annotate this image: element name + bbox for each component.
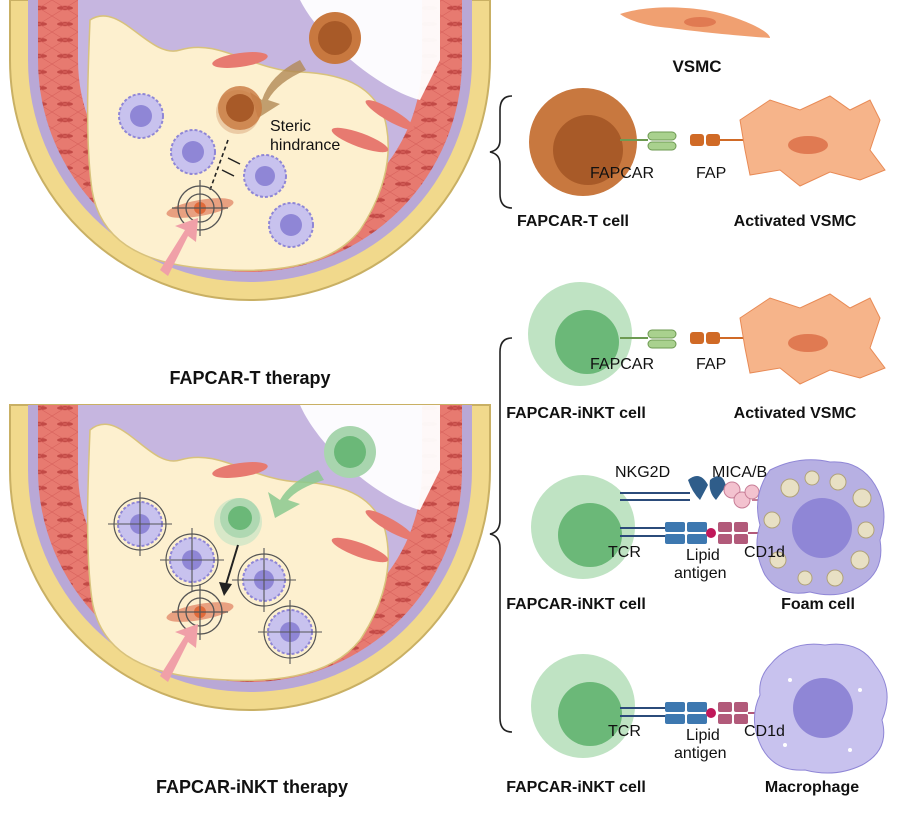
ligand-label: FAP bbox=[696, 165, 726, 182]
tcr-receptor-icon bbox=[620, 702, 707, 724]
cell-label: Macrophage bbox=[765, 779, 859, 796]
lipid-antigen-icon bbox=[706, 708, 716, 718]
vsmc-label: VSMC bbox=[672, 57, 721, 76]
cd1d-label: CD1d bbox=[744, 544, 785, 561]
target-icon bbox=[166, 584, 234, 640]
fapcar-receptor-icon bbox=[620, 131, 677, 151]
entry-arrow-icon bbox=[268, 470, 324, 518]
fap-ligand-icon bbox=[690, 134, 745, 146]
cell-label: FAPCAR-T cell bbox=[517, 213, 629, 230]
blocked-arrow-icon bbox=[221, 157, 241, 177]
target-arrow-icon bbox=[160, 624, 198, 682]
inkt-cell-icon bbox=[324, 426, 376, 478]
macrophage-icon bbox=[754, 643, 888, 774]
targeted-foam-cell-icon bbox=[232, 548, 296, 612]
cell-label: FAPCAR-iNKT cell bbox=[506, 405, 646, 422]
fap-ligand-icon bbox=[690, 332, 745, 344]
bracket-icon bbox=[489, 337, 513, 733]
vsmc-icon bbox=[212, 52, 415, 153]
entry-arrow-icon bbox=[250, 60, 306, 118]
nkg2d-label: NKG2D bbox=[615, 464, 670, 481]
inkt-cell-icon bbox=[214, 498, 262, 546]
blocked-arrow-icon bbox=[209, 139, 229, 191]
macrophage-icon bbox=[170, 129, 216, 175]
t-cell-icon bbox=[216, 86, 262, 134]
t-cell-icon bbox=[309, 12, 361, 64]
fapcar-t-vessel bbox=[9, 0, 491, 301]
cell-label: Activated VSMC bbox=[734, 405, 857, 422]
lipid-antigen-label: antigen bbox=[674, 565, 727, 582]
fapcar-t-cell-icon bbox=[529, 88, 637, 196]
lipid-antigen-icon bbox=[706, 528, 716, 538]
vsmc-nucleus-icon bbox=[684, 17, 716, 27]
vsmc-icon bbox=[212, 462, 415, 563]
cell-label: Foam cell bbox=[781, 596, 855, 613]
receptor-label: FAPCAR bbox=[590, 165, 654, 182]
steric-hindrance-label: Steric bbox=[270, 118, 311, 135]
targeted-macrophage-icon bbox=[258, 600, 322, 664]
receptor-label: FAPCAR bbox=[590, 356, 654, 373]
foam-cell-icon bbox=[243, 154, 287, 198]
cell-label: FAPCAR-iNKT cell bbox=[506, 779, 646, 796]
fapcar-receptor-icon bbox=[620, 329, 677, 349]
foam-cell-icon bbox=[756, 459, 885, 596]
mica-label: MICA/B bbox=[712, 464, 767, 481]
macrophage-icon bbox=[268, 202, 314, 248]
foam-cell-icon bbox=[118, 93, 164, 139]
lipid-antigen-label: Lipid bbox=[686, 547, 720, 564]
mica-ligand-icon bbox=[723, 481, 780, 509]
tcr-receptor-icon bbox=[620, 522, 707, 544]
fapcar-inkt-cell-icon bbox=[531, 475, 635, 579]
steric-hindrance-label: hindrance bbox=[270, 137, 340, 154]
fapcar-inkt-cell-icon bbox=[531, 654, 635, 758]
approach-arrow-icon bbox=[224, 544, 239, 589]
targeted-foam-cell-icon bbox=[108, 492, 172, 556]
cd1d-icon bbox=[718, 522, 780, 544]
panel-title: FAPCAR-T therapy bbox=[169, 368, 330, 388]
lipid-antigen-label: antigen bbox=[674, 745, 727, 762]
approach-arrowhead-icon bbox=[219, 582, 232, 596]
cell-label: FAPCAR-iNKT cell bbox=[506, 596, 646, 613]
bracket-icon bbox=[489, 95, 513, 209]
panel-title: FAPCAR-iNKT therapy bbox=[156, 777, 348, 797]
vsmc-nucleus-icon bbox=[788, 136, 828, 154]
vsmc-nucleus-icon bbox=[788, 334, 828, 352]
nkg2d-receptor-icon bbox=[620, 476, 726, 501]
tcr-label: TCR bbox=[608, 544, 641, 561]
fapcar-inkt-cell-icon bbox=[528, 282, 632, 386]
target-arrow-icon bbox=[160, 218, 198, 276]
lipid-antigen-label: Lipid bbox=[686, 727, 720, 744]
cd1d-icon bbox=[718, 702, 780, 724]
cell-label: Activated VSMC bbox=[734, 213, 857, 230]
target-icon bbox=[166, 180, 234, 236]
tcr-label: TCR bbox=[608, 723, 641, 740]
targeted-macrophage-icon bbox=[160, 528, 224, 592]
cd1d-label: CD1d bbox=[744, 723, 785, 740]
ligand-label: FAP bbox=[696, 356, 726, 373]
